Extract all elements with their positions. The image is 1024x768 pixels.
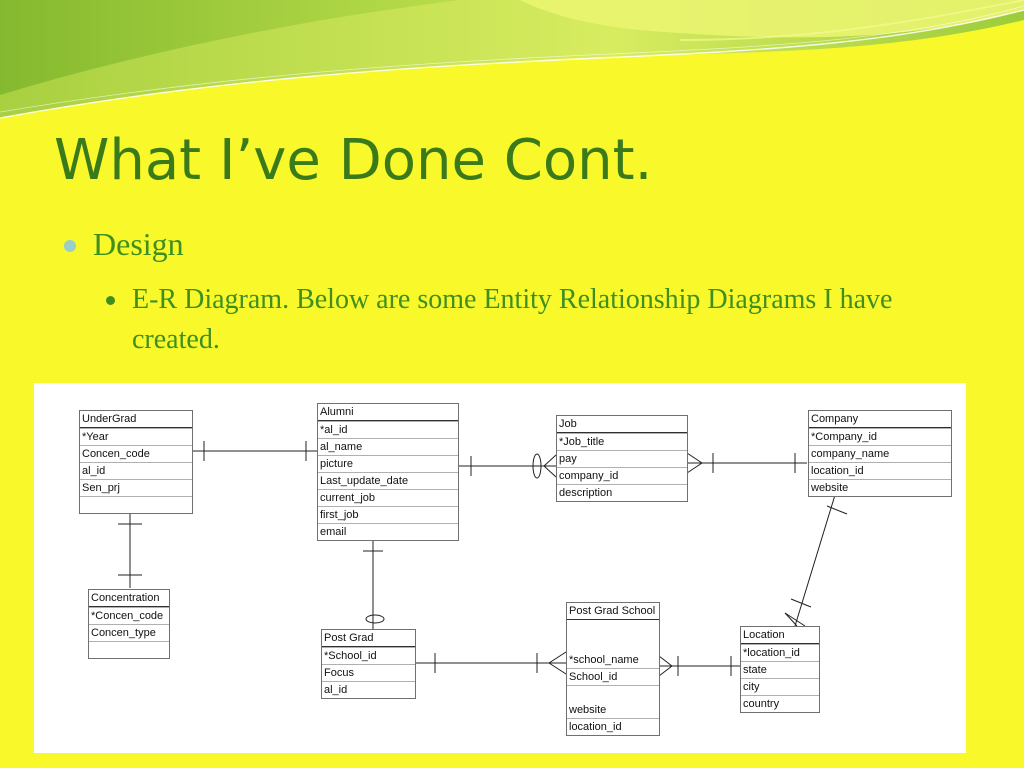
entity-field: *Company_id [809, 428, 951, 445]
sub-bullet-dot-icon [106, 296, 115, 305]
bullet-design: Design [64, 226, 184, 263]
entity-field: Concen_type [89, 624, 169, 641]
entity-field: website [569, 704, 607, 716]
entity-blank-row [567, 620, 659, 636]
entity-field: *al_id [318, 421, 458, 438]
entity-field: Concen_code [80, 445, 192, 462]
decorative-wave-header [0, 0, 1024, 119]
entity-field: company_id [557, 467, 687, 484]
entity-field: email [318, 523, 458, 540]
bullet-er-diagram-text: E-R Diagram. Below are some Entity Relat… [132, 284, 893, 355]
entity-field: Focus [322, 664, 415, 681]
entity-field: pay [557, 450, 687, 467]
entity-undergrad-title: UnderGrad [80, 411, 192, 428]
relationship-lines [118, 441, 848, 677]
entity-concentration-title: Concentration [89, 590, 169, 607]
entity-company: Company *Company_id company_name locatio… [808, 410, 952, 497]
entity-field: al_id [80, 462, 192, 479]
entity-post-grad-school-title: Post Grad School [567, 603, 659, 620]
entity-blank-row [567, 636, 659, 652]
entity-field: city [741, 678, 819, 695]
entity-field: *Year [80, 428, 192, 445]
entity-field: al_name [318, 438, 458, 455]
entity-blank-row [567, 685, 659, 702]
entity-blank-row [89, 641, 169, 658]
entity-blank-row [80, 496, 192, 513]
entity-concentration: Concentration *Concen_code Concen_type [88, 589, 170, 659]
entity-field: current_job [318, 489, 458, 506]
entity-field: first_job [318, 506, 458, 523]
entity-location: Location *location_id state city country [740, 626, 820, 713]
entity-field: School_id [567, 668, 659, 685]
entity-field: description [557, 484, 687, 501]
entity-alumni-title: Alumni [318, 404, 458, 421]
entity-field: location_id [809, 462, 951, 479]
entity-post-grad-school: Post Grad School *school_name School_id … [566, 602, 660, 736]
entity-field: *School_id [322, 647, 415, 664]
entity-field: location_id [567, 718, 659, 735]
entity-field: company_name [809, 445, 951, 462]
entity-field: picture [318, 455, 458, 472]
entity-field: *Concen_code [89, 607, 169, 624]
entity-field: Sen_prj [80, 479, 192, 496]
entity-job-title: Job [557, 416, 687, 433]
entity-field: *location_id [741, 644, 819, 661]
entity-field: website [809, 479, 951, 496]
entity-company-title: Company [809, 411, 951, 428]
bullet-design-text: Design [93, 226, 184, 262]
entity-alumni: Alumni *al_id al_name picture Last_updat… [317, 403, 459, 541]
entity-post-grad-title: Post Grad [322, 630, 415, 647]
slide-title: What I’ve Done Cont. [54, 128, 653, 193]
entity-field: al_id [322, 681, 415, 698]
entity-job: Job *Job_title pay company_id descriptio… [556, 415, 688, 502]
entity-field: Last_update_date [318, 472, 458, 489]
entity-field: country [741, 695, 819, 712]
bullet-er-diagram: E-R Diagram. Below are some Entity Relat… [106, 280, 926, 360]
er-diagram-panel: UnderGrad *Year Concen_code al_id Sen_pr… [34, 383, 966, 753]
bullet-dot-icon [64, 240, 76, 252]
entity-field: *Job_title [557, 433, 687, 450]
entity-field: *school_name [569, 654, 639, 666]
entity-undergrad: UnderGrad *Year Concen_code al_id Sen_pr… [79, 410, 193, 514]
entity-location-title: Location [741, 627, 819, 644]
entity-field: state [741, 661, 819, 678]
entity-post-grad: Post Grad *School_id Focus al_id [321, 629, 416, 699]
